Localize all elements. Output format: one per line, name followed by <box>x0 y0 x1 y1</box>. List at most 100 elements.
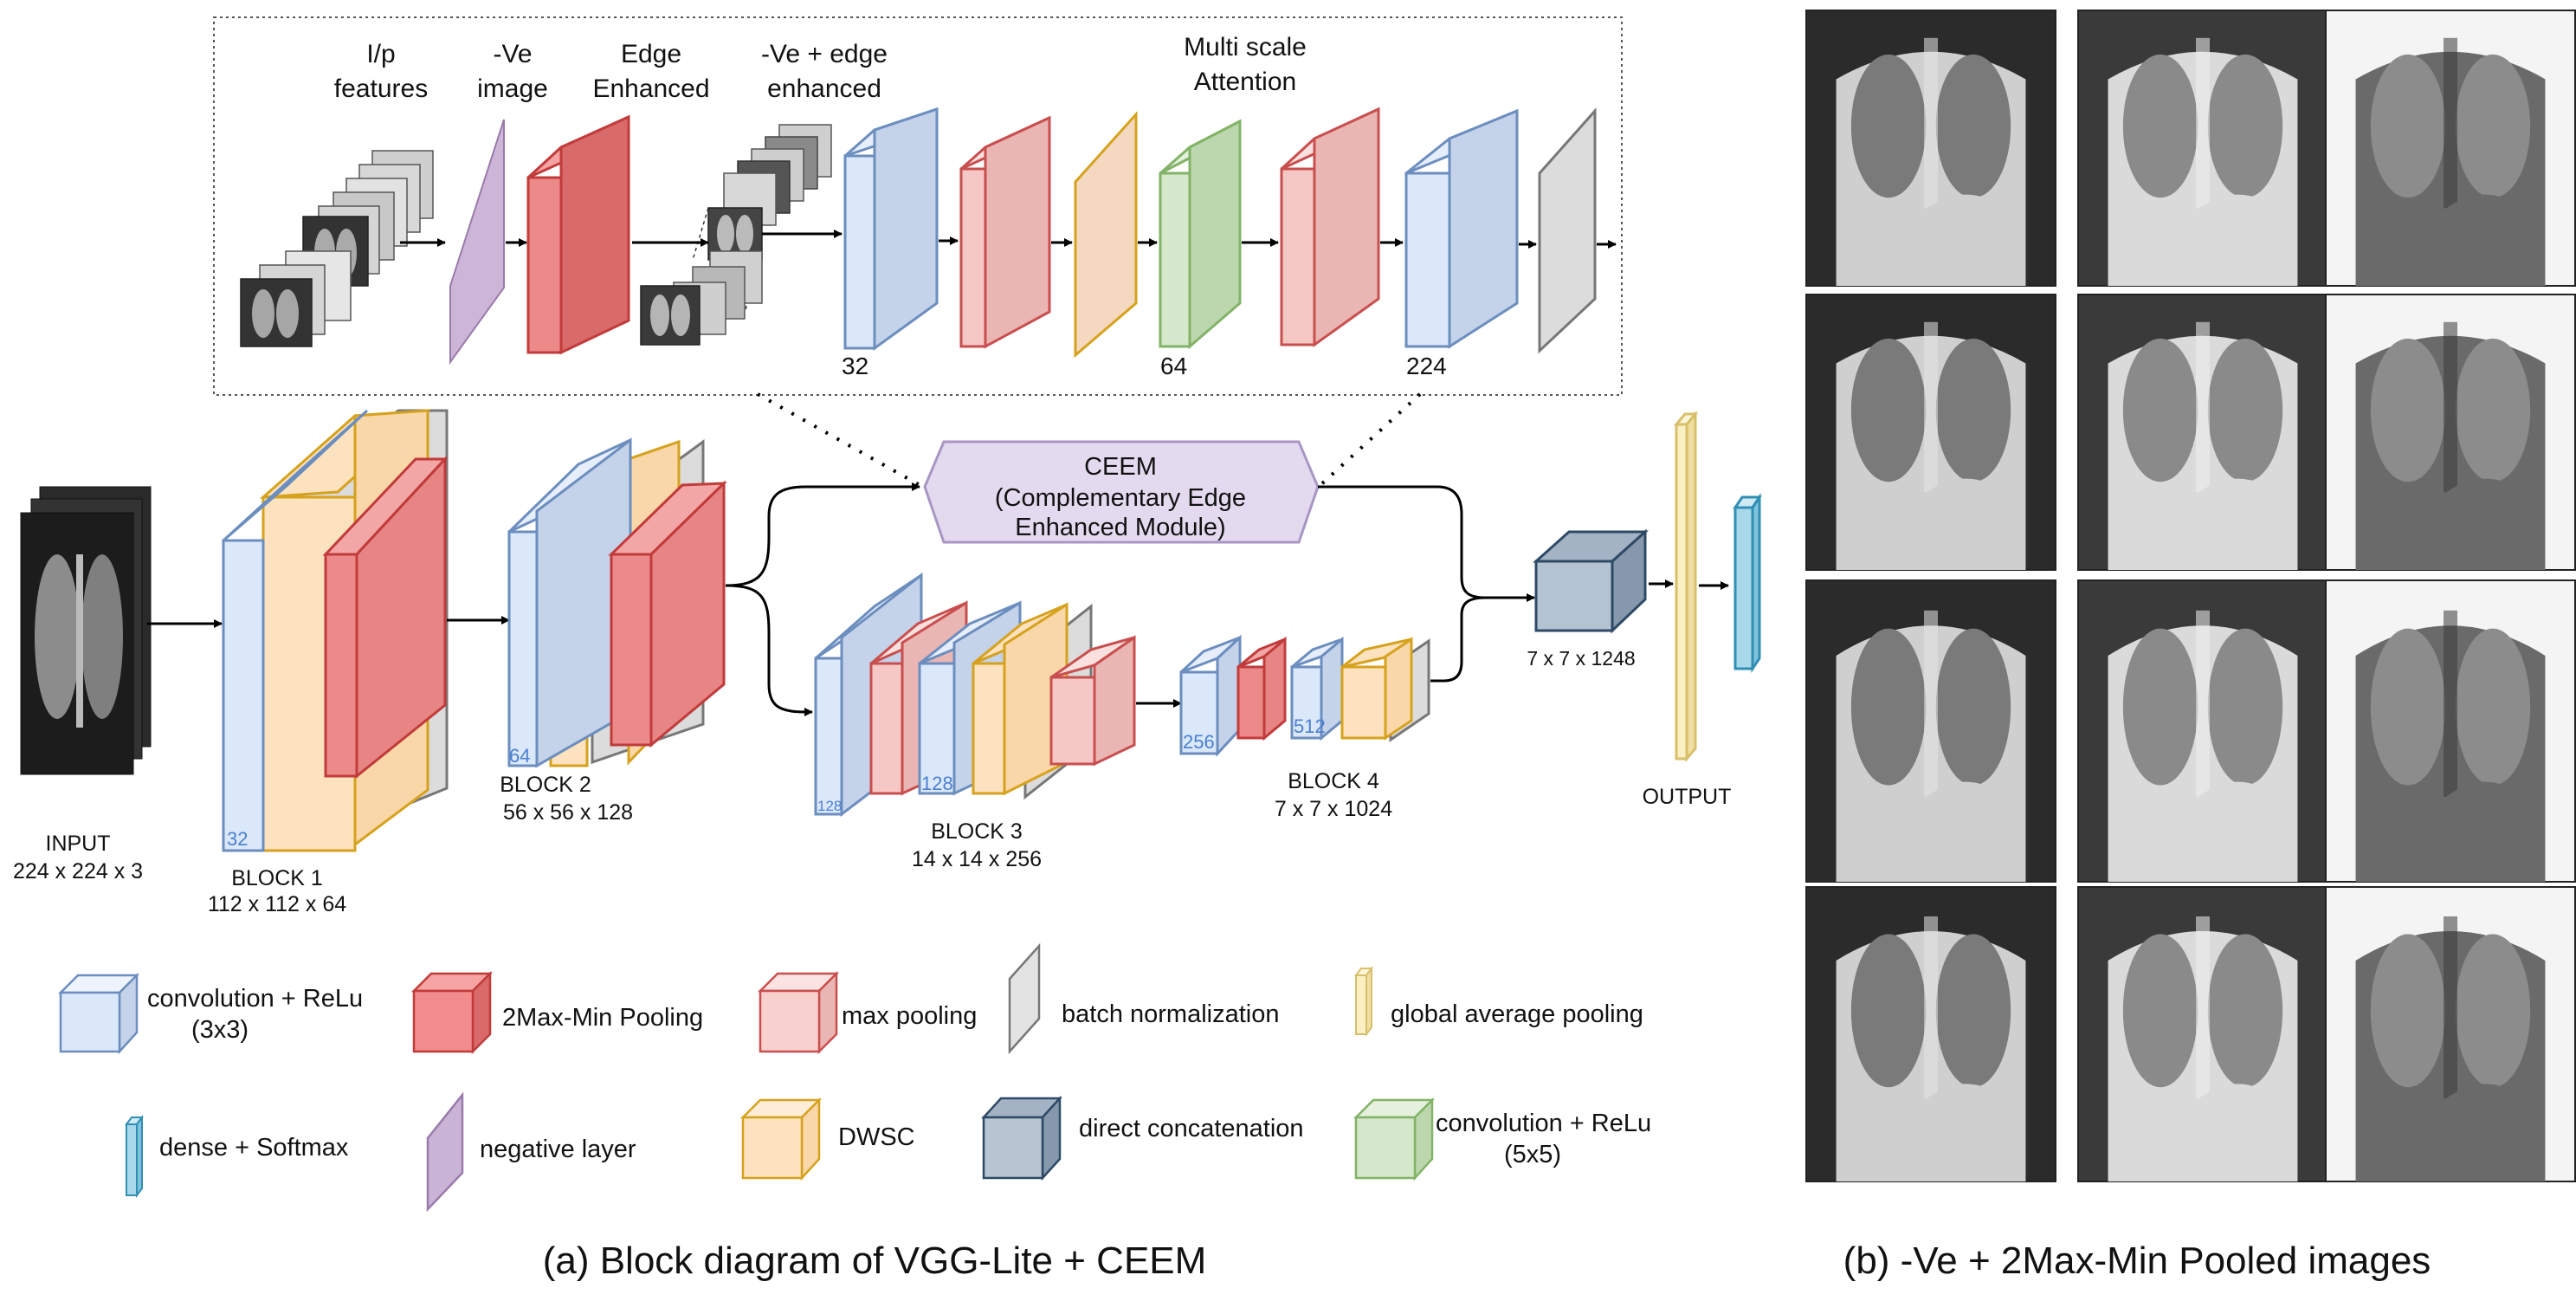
gap-bar <box>1673 410 1699 763</box>
ceem-conv-224 <box>1404 108 1519 349</box>
block-2 <box>507 437 727 768</box>
ve-edge-enhanced-stack <box>640 124 832 346</box>
legend-item-batchnorm <box>1008 942 1041 1055</box>
block3-conv-2 <box>918 662 956 795</box>
legend-label-2maxmin: 2Max-Min Pooling <box>502 1004 703 1032</box>
block4-conv-1 <box>1179 670 1219 755</box>
legend-label-negative: negative layer <box>480 1136 636 1163</box>
legend-sub-conv5: (5x5) <box>1504 1141 1561 1168</box>
label-ve: -Ve <box>493 40 532 68</box>
block-1 <box>222 409 449 852</box>
legend-item-concat <box>981 1095 1062 1181</box>
xray-image-grid <box>1805 10 2576 1182</box>
xray-thumbnail <box>2325 579 2576 883</box>
block3-dims: 14 x 14 x 256 <box>912 847 1042 871</box>
caption-b: (b) -Ve + 2Max-Min Pooled images <box>1843 1240 2431 1282</box>
output-title: OUTPUT <box>1643 785 1732 809</box>
block3-conv-1 <box>814 657 843 816</box>
ceem-conv-32 <box>843 107 939 351</box>
block2-title: BLOCK 2 <box>500 773 591 797</box>
label-ve-edge: -Ve + edge <box>761 40 888 68</box>
legend-sub-conv3: (3x3) <box>191 1016 249 1044</box>
legend-item-negative <box>426 1091 464 1213</box>
legend-item-2maxmin <box>410 970 494 1055</box>
block4-channels-2: 512 <box>1294 715 1326 737</box>
block-3 <box>814 572 1136 818</box>
xray-thumbnail <box>2325 294 2576 571</box>
xray-thumbnail <box>2325 10 2576 287</box>
block2-channels: 64 <box>509 745 530 767</box>
block1-2maxmin <box>324 553 358 778</box>
block-4 <box>1179 634 1430 757</box>
label-enhanced: Enhanced <box>592 74 709 103</box>
legend-item-conv5 <box>1353 1097 1436 1181</box>
xray-thumbnail <box>2077 294 2328 571</box>
dense-softmax-bar <box>1733 493 1762 673</box>
ceem-maxpool-2 <box>1280 107 1380 347</box>
block3-maxpool-2 <box>1049 676 1096 766</box>
input-dims: 224 x 224 x 3 <box>13 859 143 884</box>
block1-conv <box>222 539 265 852</box>
label-ip: I/p <box>366 40 395 68</box>
xray-thumbnail <box>2325 886 2576 1182</box>
legend-label-gap: global average pooling <box>1391 1000 1643 1028</box>
block4-2maxmin <box>1236 665 1266 740</box>
legend: convolution + ReLu (3x3) 2Max-Min Poolin… <box>57 942 1651 1213</box>
block3-title: BLOCK 3 <box>931 819 1023 844</box>
legend-label-conv5: convolution + ReLu <box>1436 1110 1651 1137</box>
xray-thumbnail <box>2077 886 2328 1182</box>
legend-label-dense: dense + Softmax <box>159 1134 349 1162</box>
input-image-stack <box>20 486 152 775</box>
block3-maxpool-1 <box>869 662 904 795</box>
label-features: features <box>334 74 428 103</box>
legend-label-conv3: convolution + ReLu <box>147 985 363 1013</box>
ceem-detail-border <box>213 16 1623 396</box>
ceem-subtitle-2: Enhanced Module) <box>1015 514 1225 541</box>
block4-dims: 7 x 7 x 1024 <box>1275 797 1392 821</box>
ceem-detail-numbers: 32 64 224 <box>842 353 1447 379</box>
input-title: INPUT <box>46 832 111 856</box>
xray-thumbnail <box>1805 10 2056 287</box>
ceem-conv5-64 <box>1159 119 1242 350</box>
concat-cube <box>1533 528 1649 634</box>
legend-label-dwsc: DWSC <box>838 1123 915 1151</box>
legend-label-batchnorm: batch normalization <box>1062 1000 1279 1028</box>
block2-2maxmin <box>610 553 653 747</box>
ceem-batchnorm-layer <box>1538 107 1597 354</box>
legend-label-concat: direct concatenation <box>1079 1115 1304 1142</box>
legend-item-dwsc <box>739 1097 823 1181</box>
xray-thumbnail <box>1805 294 2056 571</box>
legend-item-dense <box>125 1115 144 1198</box>
ceem-dwsc-layer <box>1074 111 1138 359</box>
number-64: 64 <box>1160 353 1187 379</box>
ceem-title: CEEM <box>1084 453 1157 481</box>
xray-thumbnail <box>2077 579 2328 883</box>
block2-dims: 56 x 56 x 128 <box>503 800 633 825</box>
ceem-detail-labels: I/p features -Ve image Edge Enhanced -Ve… <box>334 33 1307 103</box>
block1-channels: 32 <box>227 828 248 850</box>
number-224: 224 <box>1406 353 1447 379</box>
legend-item-maxpool <box>757 970 840 1055</box>
caption-a: (a) Block diagram of VGG-Lite + CEEM <box>543 1240 1207 1282</box>
label-edge: Edge <box>621 40 681 68</box>
concat-dims: 7 x 7 x 1248 <box>1527 647 1635 670</box>
legend-item-gap <box>1354 966 1373 1037</box>
ceem-maxpool-1 <box>959 115 1051 349</box>
label-enhanced-2: enhanced <box>767 74 881 103</box>
ceem-detail-arrows <box>400 230 1617 249</box>
xray-thumbnail <box>2077 10 2328 287</box>
block4-title: BLOCK 4 <box>1288 769 1379 793</box>
xray-thumbnail <box>1805 579 2056 883</box>
ceem-detail-panel: I/p features -Ve image Edge Enhanced -Ve… <box>213 16 1623 396</box>
block3-channels-1: 128 <box>817 798 842 814</box>
block2-conv <box>507 530 539 767</box>
ceem-connector-left <box>757 392 920 487</box>
legend-item-conv3 <box>57 972 140 1055</box>
input-features-stack <box>240 150 434 347</box>
ceem-subtitle-1: (Complementary Edge <box>995 484 1246 512</box>
merge-lines <box>1318 485 1535 683</box>
branch-lines <box>725 482 920 716</box>
block1-title: BLOCK 1 <box>231 866 323 890</box>
block3-dwsc <box>972 662 1006 795</box>
